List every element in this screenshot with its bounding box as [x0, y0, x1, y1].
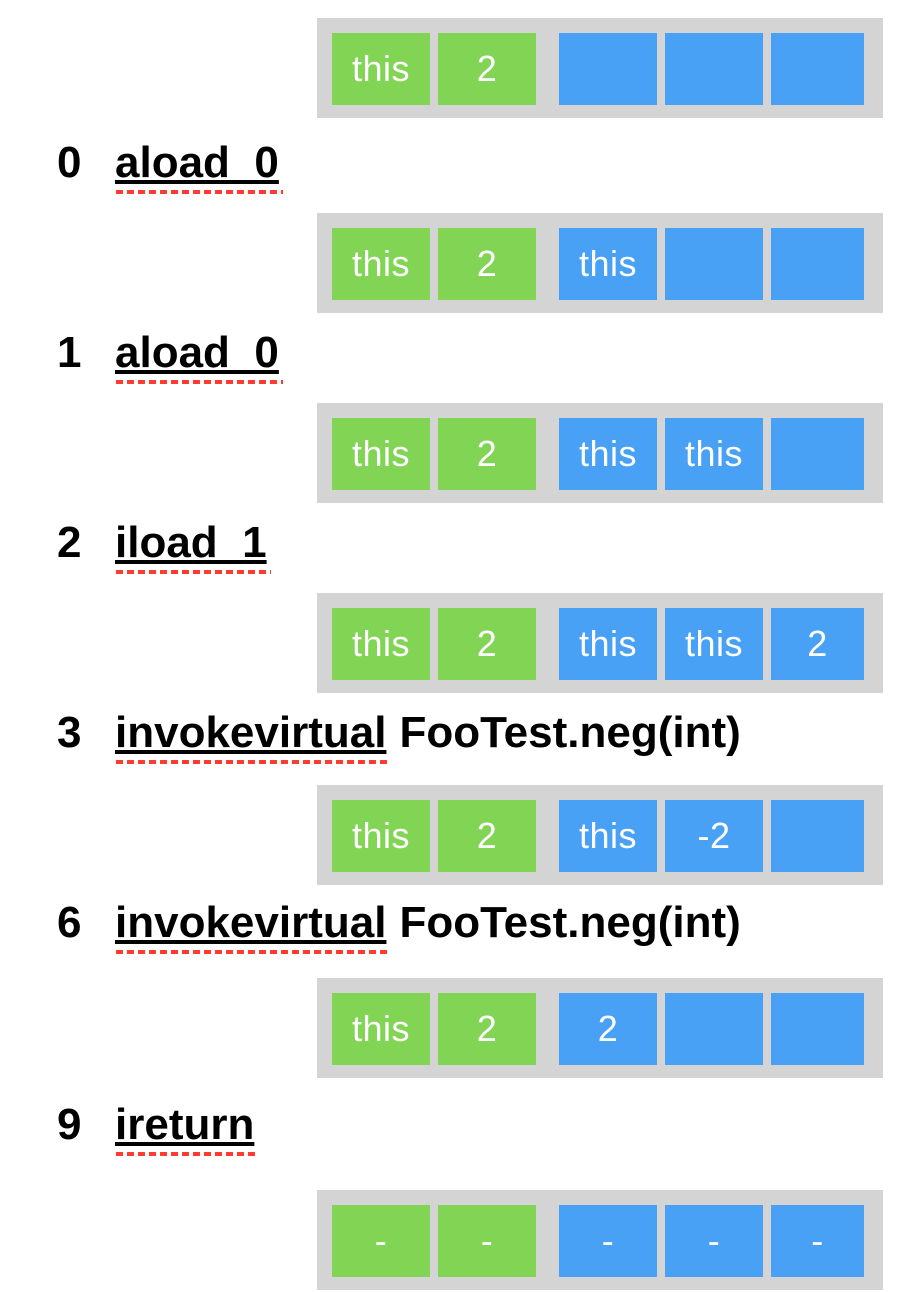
bytecode-operand: FooTest.neg(int) [399, 708, 741, 757]
operand-stack-cell: this [559, 800, 657, 872]
local-variable-cell: this [332, 608, 430, 680]
bytecode-mnemonic: invokevirtual [115, 703, 391, 764]
bytecode-offset: 2 [57, 518, 82, 567]
operand-stack-cell [771, 993, 864, 1065]
local-variable-cell: 2 [438, 418, 536, 490]
operand-stack-cell [559, 33, 657, 105]
operand-stack-cell: 2 [771, 608, 864, 680]
local-variable-cell: this [332, 993, 430, 1065]
operand-stack-cell: 2 [559, 993, 657, 1065]
bytecode-offset: 3 [57, 708, 82, 757]
operand-stack-cell: - [665, 1205, 763, 1277]
bytecode-offset: 6 [57, 898, 82, 947]
bytecode-operand: FooTest.neg(int) [399, 898, 741, 947]
local-variable-cell: 2 [438, 993, 536, 1065]
bytecode-offset: 0 [57, 138, 82, 187]
local-variable-cell: - [438, 1205, 536, 1277]
stack-frame-row: this 2 2 [317, 978, 883, 1078]
operand-stack-cell: this [559, 418, 657, 490]
instruction-line: 0 aload_0 [57, 133, 292, 194]
stack-frame-row: this 2 [317, 18, 883, 118]
bytecode-mnemonic: iload_1 [115, 513, 271, 574]
operand-stack-cell: this [559, 608, 657, 680]
stack-frame-row: this 2 this this 2 [317, 593, 883, 693]
local-variable-cell: - [332, 1205, 430, 1277]
instruction-line: 1 aload_0 [57, 323, 292, 384]
bytecode-offset: 9 [57, 1100, 82, 1149]
stack-frame-row: this 2 this this [317, 403, 883, 503]
local-variable-cell: 2 [438, 33, 536, 105]
local-variable-cell: this [332, 418, 430, 490]
instruction-line: 2 iload_1 [57, 513, 280, 574]
operand-stack-cell [665, 993, 763, 1065]
operand-stack-cell [665, 228, 763, 300]
bytecode-mnemonic: aload_0 [115, 323, 283, 384]
operand-stack-cell [771, 800, 864, 872]
stack-frame-row: - - - - - [317, 1190, 883, 1290]
bytecode-offset: 1 [57, 328, 82, 377]
bytecode-mnemonic: ireturn [115, 1095, 259, 1156]
stack-frame-row: this 2 this -2 [317, 785, 883, 885]
operand-stack-cell [771, 228, 864, 300]
operand-stack-cell [771, 418, 864, 490]
operand-stack-cell: -2 [665, 800, 763, 872]
local-variable-cell: this [332, 228, 430, 300]
local-variable-cell: 2 [438, 800, 536, 872]
local-variable-cell: this [332, 33, 430, 105]
operand-stack-cell [665, 33, 763, 105]
operand-stack-cell: this [665, 608, 763, 680]
operand-stack-cell: this [665, 418, 763, 490]
local-variable-cell: 2 [438, 608, 536, 680]
stack-frame-row: this 2 this [317, 213, 883, 313]
local-variable-cell: this [332, 800, 430, 872]
operand-stack-cell [771, 33, 864, 105]
instruction-line: 9 ireturn [57, 1095, 267, 1156]
operand-stack-cell: this [559, 228, 657, 300]
operand-stack-cell: - [559, 1205, 657, 1277]
bytecode-mnemonic: invokevirtual [115, 893, 391, 954]
bytecode-mnemonic: aload_0 [115, 133, 283, 194]
operand-stack-cell: - [771, 1205, 864, 1277]
local-variable-cell: 2 [438, 228, 536, 300]
